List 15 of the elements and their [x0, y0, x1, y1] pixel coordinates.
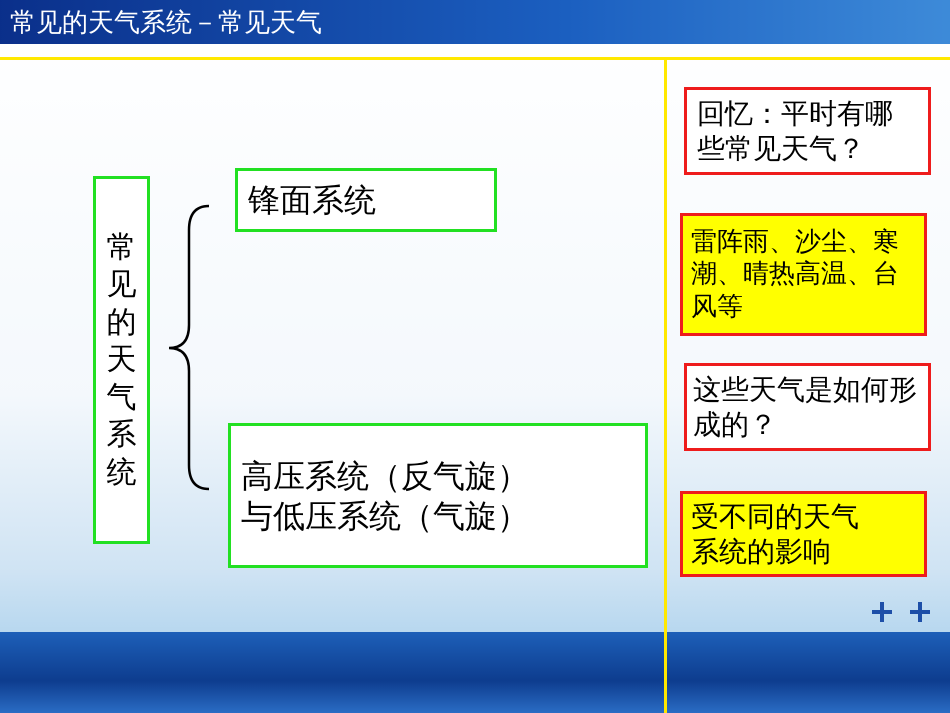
- answer-box: [680, 491, 927, 577]
- concept-box: [228, 423, 648, 568]
- concept-box: [235, 168, 497, 232]
- box-text: 受不同的天气系统的影响: [691, 499, 860, 569]
- box-text: 这些天气是如何形成的？: [693, 372, 918, 442]
- box-text: 高压系统（反气旋）与低压系统（气旋）: [241, 456, 530, 536]
- concept-box: [93, 176, 150, 544]
- box-text: 雷阵雨、沙尘、寒潮、晴热高温、台风等: [691, 226, 900, 324]
- box-text: 回忆：平时有哪些常见天气？: [697, 96, 894, 166]
- box-text: 锋面系统: [248, 180, 376, 220]
- box-text: 常见的天气系统: [106, 228, 136, 492]
- question-box: [684, 87, 931, 175]
- slide-title: 常见的天气系统－常见天气: [10, 6, 322, 40]
- answer-box: [680, 213, 927, 336]
- question-box: [684, 363, 931, 451]
